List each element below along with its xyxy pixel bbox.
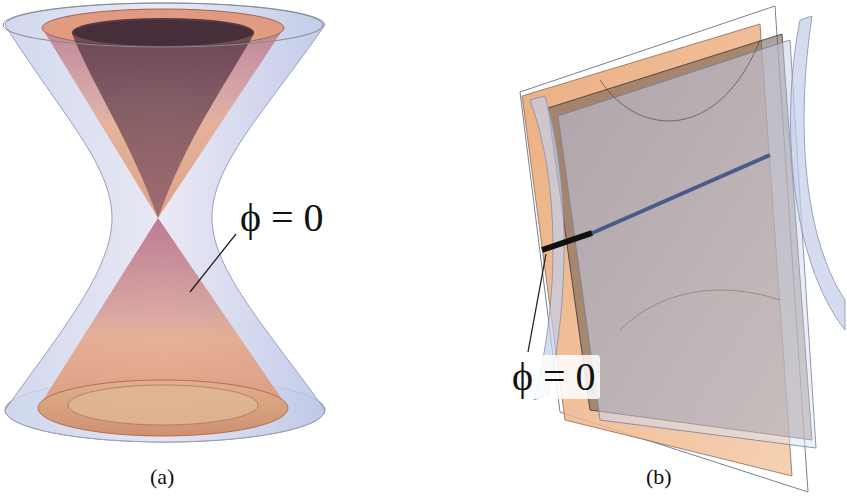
angle-label: ϕ = 0 xyxy=(508,355,600,399)
panel-label: (b) xyxy=(646,466,672,488)
panel-label: (a) xyxy=(150,466,174,488)
angle-label: ϕ = 0 xyxy=(236,196,328,240)
